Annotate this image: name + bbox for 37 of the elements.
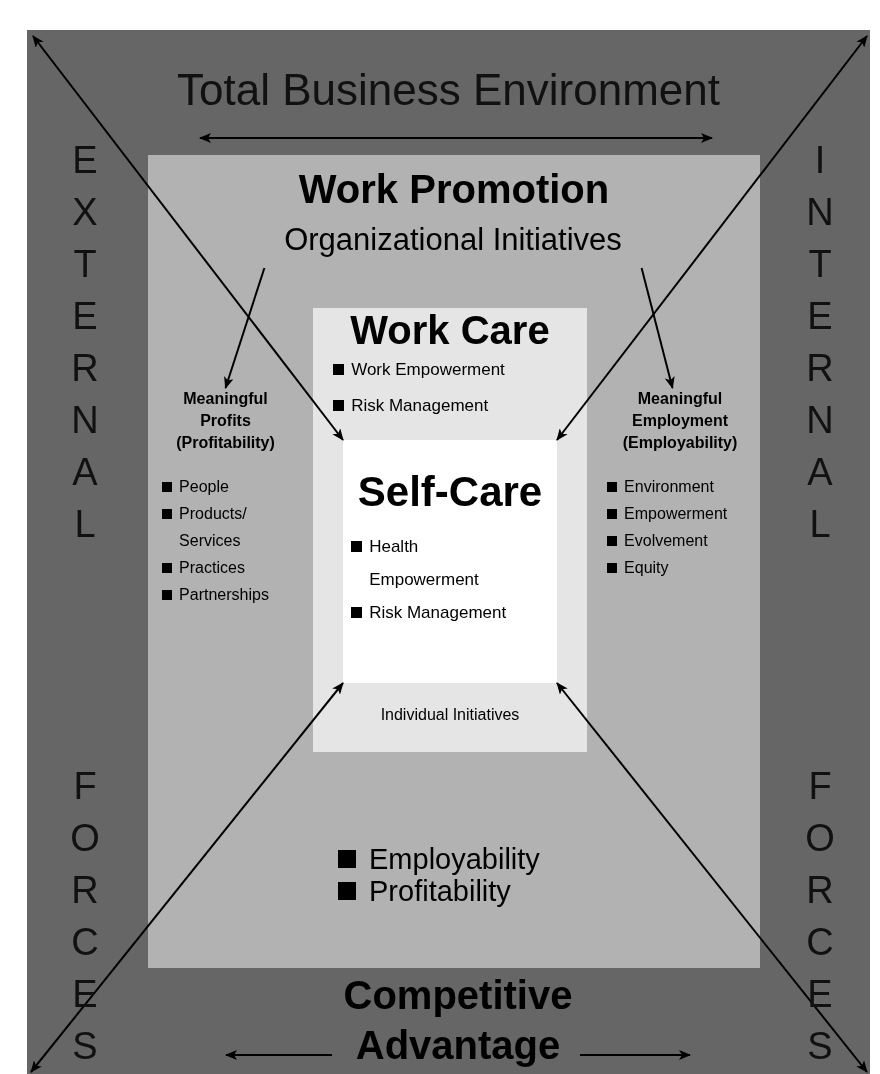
bullet-item: Evolvement xyxy=(607,527,755,554)
work-care-panel xyxy=(313,308,587,752)
bullet-item: Environment xyxy=(607,473,755,500)
heading: Self-Care xyxy=(356,468,544,516)
double-headed-arrow xyxy=(32,35,344,441)
self-care-panel xyxy=(343,440,557,683)
vertical-label: EXTERNAL xyxy=(70,138,100,547)
vertical-label: FORCES xyxy=(804,764,836,1069)
environment-panel xyxy=(27,30,870,1074)
bullet-item: Empowerment xyxy=(607,500,755,527)
bullet-item: Risk Management xyxy=(333,394,583,418)
bullet-item: Work Empowerment xyxy=(333,358,583,382)
bullet-item: Products/ Services xyxy=(162,500,290,554)
subheading: Meaningful Profits (Profitability) xyxy=(175,389,276,453)
heading: Work Care xyxy=(349,308,551,353)
subheading: Meaningful Employment (Employability) xyxy=(621,389,739,453)
initiatives-heading: Organizational Initiatives xyxy=(283,222,623,258)
arrow xyxy=(640,267,675,389)
bullet-item: Employability xyxy=(338,843,638,875)
heading: Work Promotion xyxy=(297,167,611,212)
title: Total Business Environment xyxy=(176,65,721,115)
bullet-item: People xyxy=(162,473,272,500)
arrow xyxy=(224,267,266,389)
double-headed-arrow xyxy=(556,35,868,441)
double-headed-arrow xyxy=(30,682,344,1073)
vertical-label: FORCES xyxy=(69,764,101,1069)
bullet-item: Profitability xyxy=(338,875,638,907)
bullet-item: Practices xyxy=(162,554,292,581)
heading: Competitive Advantage xyxy=(342,972,574,1069)
bullet-item: Risk Management xyxy=(351,596,551,629)
bullet-item: Partnerships xyxy=(162,581,292,608)
work-promotion-panel xyxy=(148,155,760,968)
bullet-item: Equity xyxy=(607,554,755,581)
vertical-label: INTERNAL xyxy=(805,138,835,547)
node-label: Individual Initiatives xyxy=(379,706,521,724)
bullet-item: Health Empowerment xyxy=(351,530,510,596)
double-headed-arrow xyxy=(556,682,868,1073)
